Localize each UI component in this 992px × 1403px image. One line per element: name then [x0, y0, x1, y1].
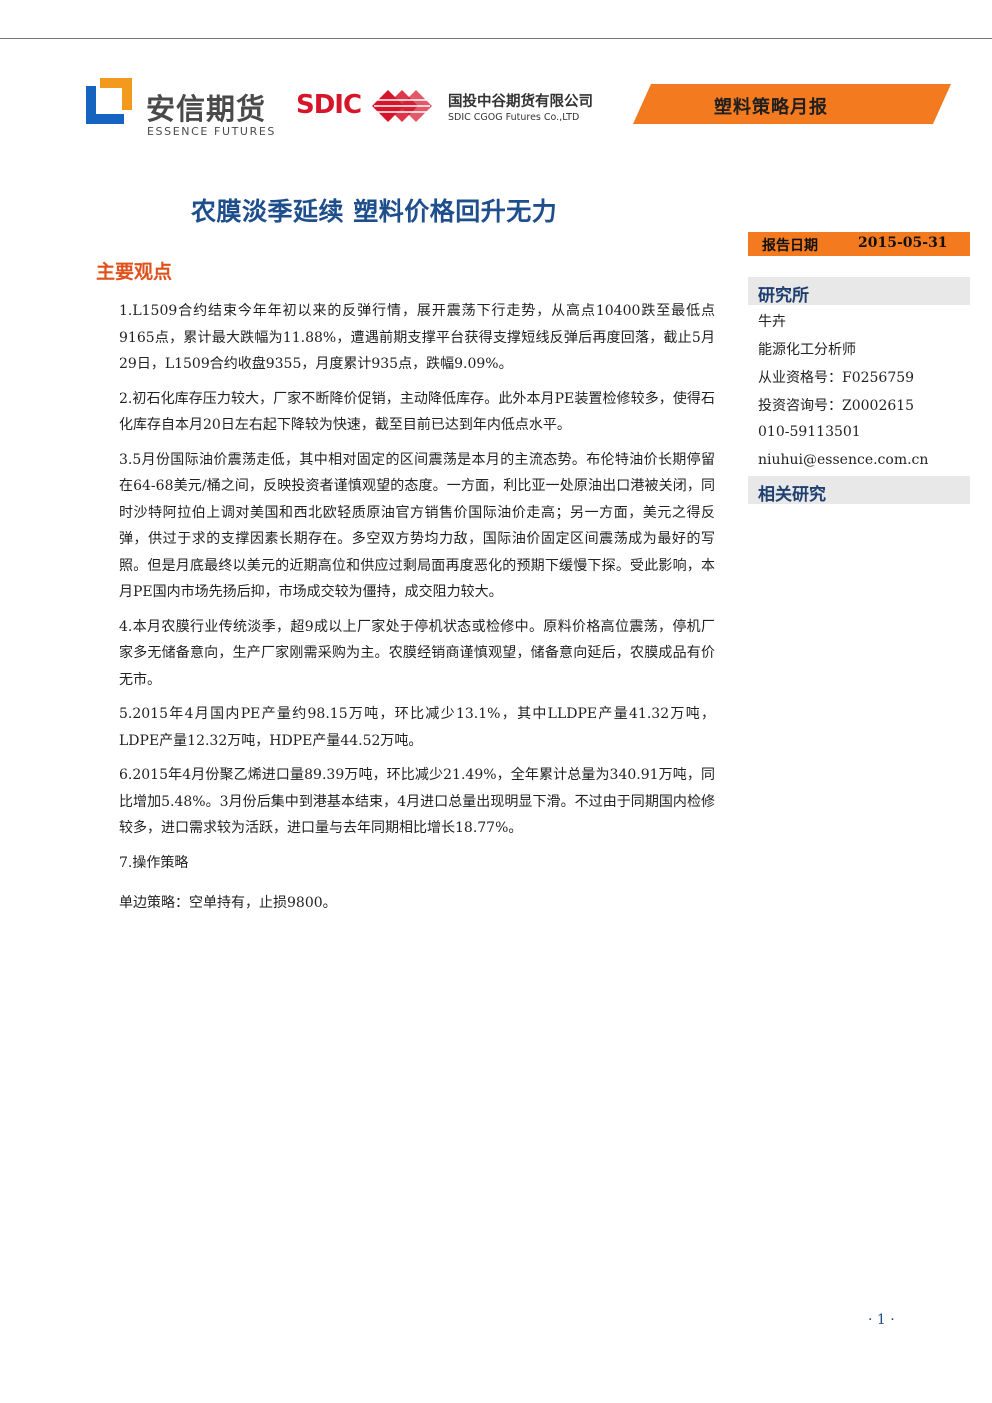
- analyst-certificate: 从业资格号：F0256759: [758, 370, 915, 386]
- report-date-label: 报告日期: [762, 238, 818, 254]
- page-number: · 1 ·: [868, 1312, 895, 1328]
- sidebar-heading-research: 研究所: [748, 277, 970, 306]
- report-type-label: 塑料策略月报: [714, 97, 828, 118]
- paragraph: 2.初石化库存压力较大，厂家不断降价促销，主动降低库存。此外本月PE装置检修较多…: [119, 390, 715, 434]
- section-heading-main-views: 主要观点: [96, 261, 173, 283]
- sdic-diamond-logo-icon: [372, 90, 432, 122]
- top-rule: [0, 38, 992, 39]
- paragraph: 3.5月份国际油价震荡走低，其中相对固定的区间震荡是本月的主流态势。布伦特油价长…: [119, 451, 715, 601]
- paragraph: 4.本月农膜行业传统淡季，超9成以上厂家处于停机状态或检修中。原料价格高位震荡，…: [119, 618, 715, 688]
- analyst-title: 能源化工分析师: [758, 342, 856, 358]
- report-date-value: 2015-05-31: [858, 235, 948, 251]
- sdic-company-english: SDIC CGOG Futures Co.,LTD: [448, 112, 580, 123]
- paragraph: 6.2015年4月份聚乙烯进口量89.39万吨，环比减少21.49%，全年累计总…: [119, 767, 715, 836]
- essence-brand-english: ESSENCE FUTURES: [147, 125, 276, 138]
- essence-brand-name: 安信期货: [146, 92, 267, 126]
- paragraph-strategy-heading: 7.操作策略: [119, 854, 189, 871]
- analyst-phone: 010-59113501: [758, 424, 861, 440]
- sdic-company-name: 国投中谷期货有限公司: [448, 94, 593, 110]
- sidebar-heading-related: 相关研究: [748, 476, 970, 505]
- report-date-box: [748, 232, 970, 256]
- paragraph: 1.L1509合约结束今年年初以来的反弹行情，展开震荡下行走势，从高点10400…: [119, 303, 715, 372]
- essence-logo-icon: [86, 78, 132, 124]
- main-content: 1.L1509合约结束今年年初以来的反弹行情，展开震荡下行走势，从高点10400…: [119, 298, 715, 925]
- sidebar-heading-related-label: 相关研究: [758, 485, 826, 505]
- sidebar-heading-research-label: 研究所: [758, 286, 809, 306]
- analyst-email[interactable]: niuhui@essence.com.cn: [758, 452, 929, 468]
- report-type-banner: [633, 84, 951, 124]
- report-title: 农膜淡季延续 塑料价格回升无力: [191, 197, 558, 226]
- paragraph: 5.2015年4月国内PE产量约98.15万吨，环比减少13.1%，其中LLDP…: [119, 706, 715, 749]
- sdic-wordmark: SDIC: [296, 90, 362, 120]
- paragraph-strategy: 单边策略：空单持有，止损9800。: [119, 895, 337, 911]
- analyst-consulting-number: 投资咨询号：Z0002615: [758, 398, 915, 414]
- analyst-name: 牛卉: [758, 314, 786, 330]
